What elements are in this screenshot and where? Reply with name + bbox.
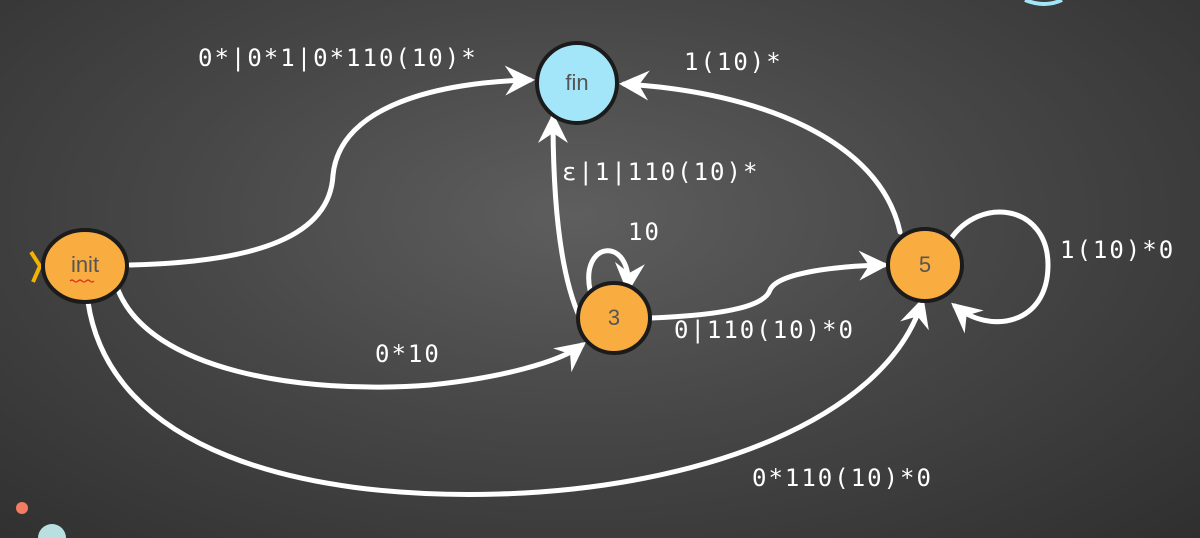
node-init[interactable]: init — [41, 228, 129, 304]
edge-3-5 — [648, 250, 889, 321]
edge-5-fin — [619, 70, 903, 235]
node-3[interactable]: 3 — [576, 281, 652, 355]
spellcheck-underline — [69, 279, 95, 283]
label-5-fin: 1(10)* — [684, 48, 783, 76]
edge-init-3 — [115, 287, 586, 390]
label-init-5: 0*110(10)*0 — [752, 464, 933, 492]
label-init-fin: 0*|0*1|0*110(10)* — [198, 44, 478, 72]
edge-init-5 — [85, 297, 929, 497]
node-label: fin — [565, 70, 588, 95]
edge-init-fin — [127, 65, 535, 268]
label-5-loop: 1(10)*0 — [1060, 236, 1175, 264]
edge-3-loop — [586, 248, 645, 293]
label-init-3: 0*10 — [375, 340, 441, 368]
label-3-loop: 10 — [628, 218, 661, 246]
node-5[interactable]: 5 — [886, 227, 964, 303]
start-marker-icon — [29, 250, 43, 283]
label-3-fin: ε|1|110(10)* — [562, 158, 759, 186]
node-label: init — [71, 252, 99, 277]
edge-5-loop — [947, 209, 1051, 334]
decor-dot-cyan — [38, 524, 66, 538]
node-fin[interactable]: fin — [535, 41, 619, 125]
decor-shape — [1024, 0, 1063, 6]
node-label: 3 — [608, 305, 620, 330]
decor-dot-red — [16, 502, 28, 514]
node-label: 5 — [919, 252, 931, 277]
label-3-5: 0|110(10)*0 — [674, 316, 855, 344]
edge-3-fin — [538, 113, 583, 321]
